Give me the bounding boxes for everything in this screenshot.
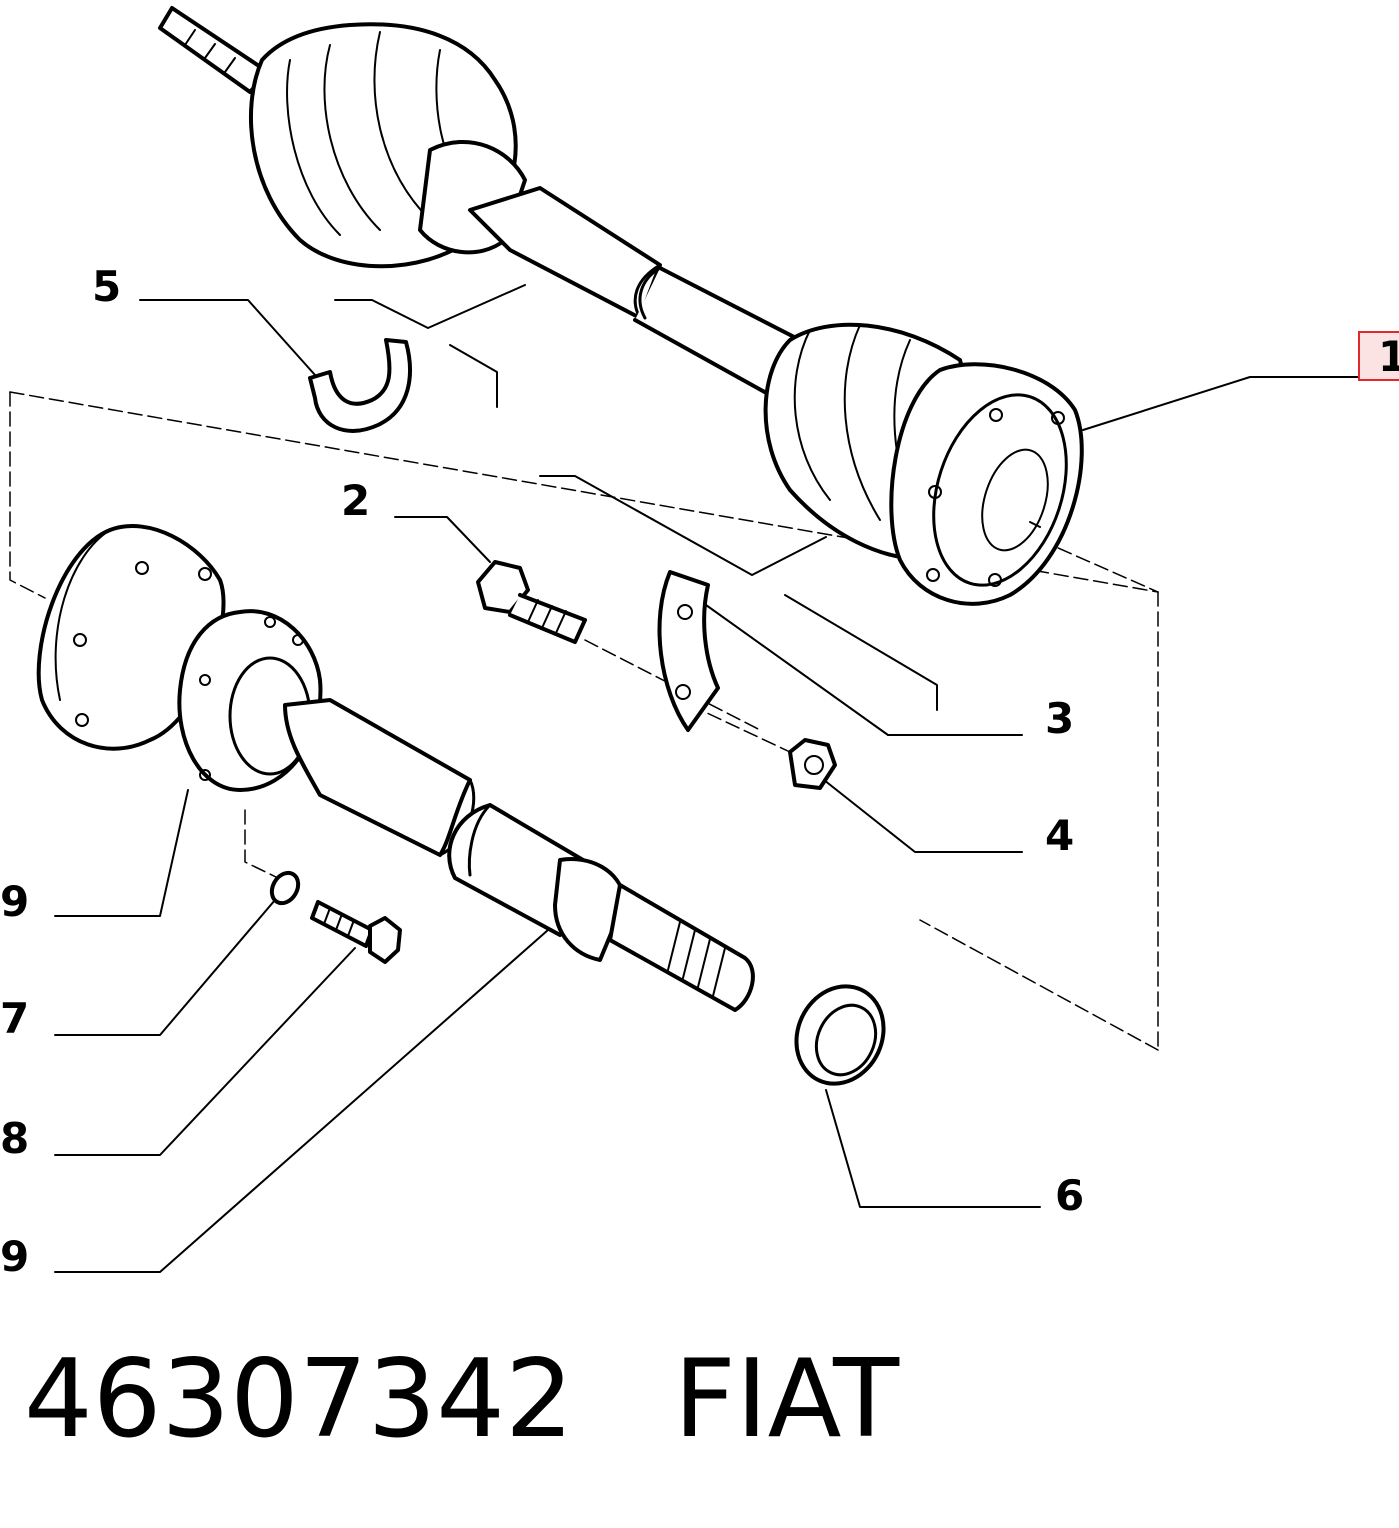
brand-name: FIAT	[673, 1337, 900, 1462]
nut-part-4	[788, 738, 837, 790]
callout-7: 7	[0, 994, 30, 1043]
hub-and-shaft-lower	[36, 524, 755, 1012]
bolt-part-2	[476, 560, 587, 644]
callout-6: 6	[1055, 1171, 1085, 1220]
seal-part-6	[794, 984, 886, 1086]
callout-9-lower: 9	[0, 1232, 30, 1281]
callout-3: 3	[1045, 694, 1075, 743]
washer-part-7	[269, 870, 301, 906]
callout-1[interactable]: 1	[1358, 331, 1399, 381]
screw-part-8	[310, 900, 402, 964]
callout-2: 2	[341, 476, 371, 525]
part-number: 46307342	[24, 1337, 574, 1462]
callout-8: 8	[0, 1114, 30, 1163]
clip-part-5	[308, 338, 412, 433]
callout-5: 5	[92, 262, 122, 311]
callout-4: 4	[1045, 811, 1075, 860]
plate-part-3	[657, 570, 720, 732]
drive-shaft-upper	[158, 6, 1084, 606]
callout-9-upper: 9	[0, 877, 30, 926]
leader-lines	[54, 284, 1359, 1273]
